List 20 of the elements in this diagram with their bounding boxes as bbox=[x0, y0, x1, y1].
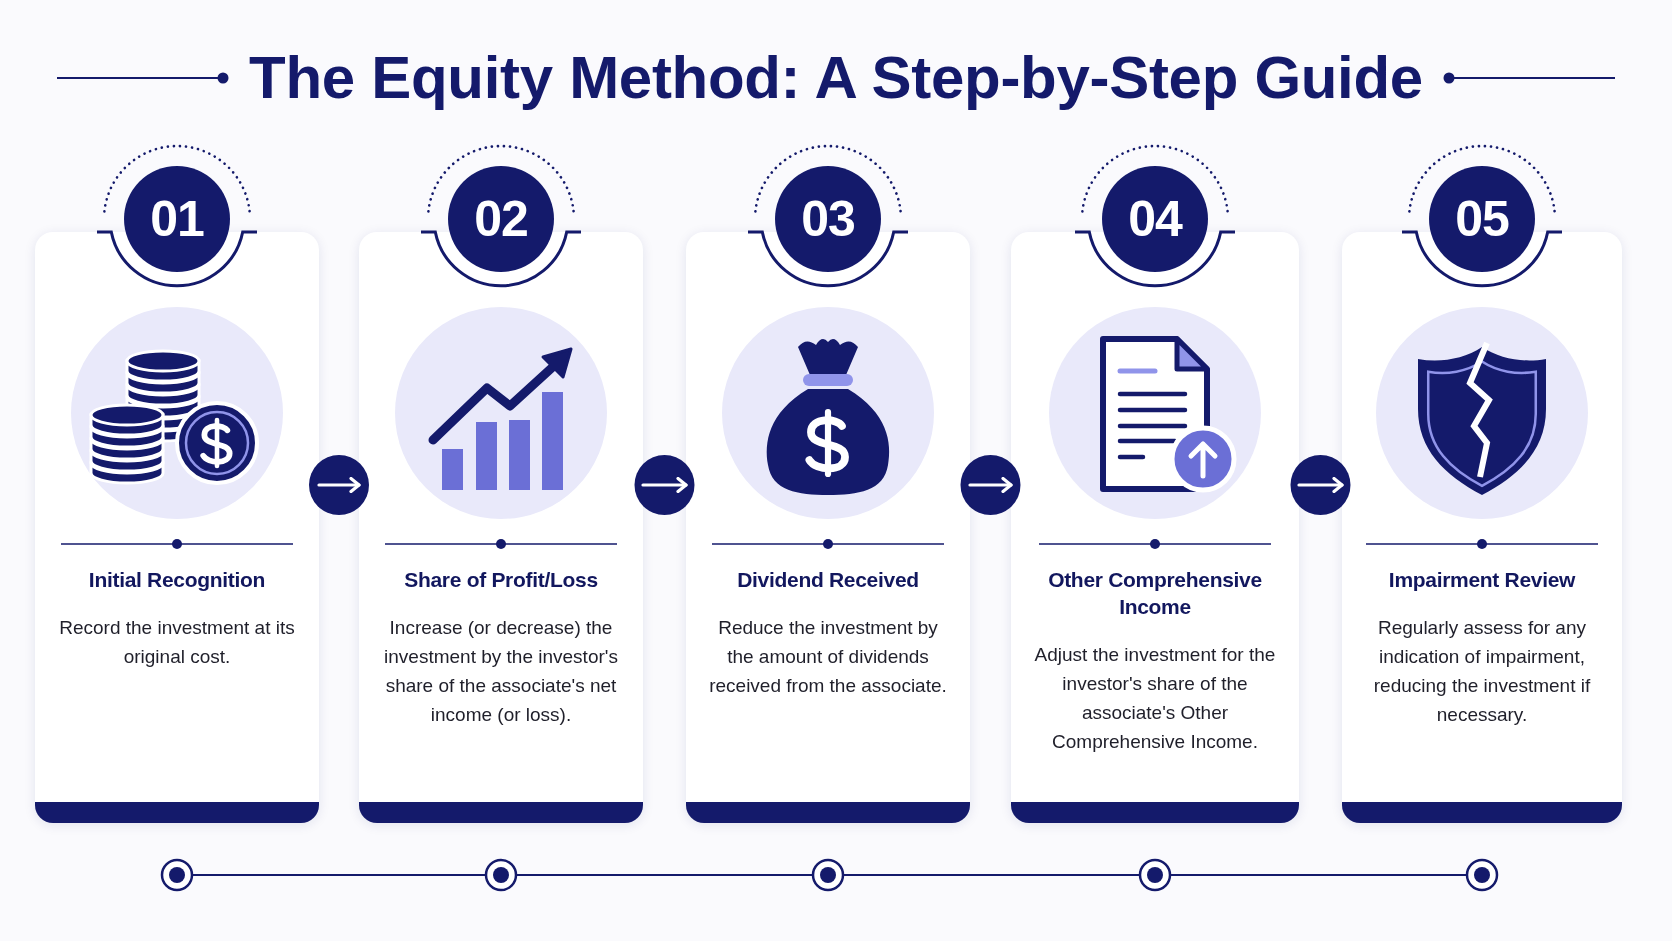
step-number-badge: 03 bbox=[775, 166, 881, 272]
step-heading: Dividend Received bbox=[736, 567, 920, 593]
arrow bbox=[309, 455, 369, 515]
step-number-badge: 01 bbox=[124, 166, 230, 272]
step-description: Increase (or decrease) the investment by the investor's share of the associate's net income (or loss). bbox=[383, 616, 619, 727]
step-heading: Initial Recognition bbox=[87, 567, 267, 593]
step-number-badge: 05 bbox=[1429, 166, 1535, 272]
arrow bbox=[634, 455, 695, 515]
arrow bbox=[1290, 455, 1351, 515]
step-number-badge: 04 bbox=[1102, 166, 1208, 272]
step-heading: Other Comprehensive Income bbox=[1047, 567, 1263, 620]
title: The Equity Method: A Step-by-Step Guide bbox=[249, 44, 1423, 112]
step-description: Record the investment at its original cost. bbox=[58, 616, 296, 669]
step-description: Reduce the investment by the amount of dividends received from the associate. bbox=[708, 616, 948, 698]
step-number-badge: 02 bbox=[448, 166, 554, 272]
step-heading: Share of Profit/Loss bbox=[403, 567, 599, 593]
arrow bbox=[960, 455, 1021, 515]
step-heading: Impairment Review bbox=[1387, 567, 1577, 593]
step-description: Adjust the investment for the investor's share of the associate's Other Comprehensive Income. bbox=[1033, 643, 1277, 754]
step-description: Regularly assess for any indication of impairment, reducing the investment if necessary. bbox=[1372, 616, 1592, 727]
